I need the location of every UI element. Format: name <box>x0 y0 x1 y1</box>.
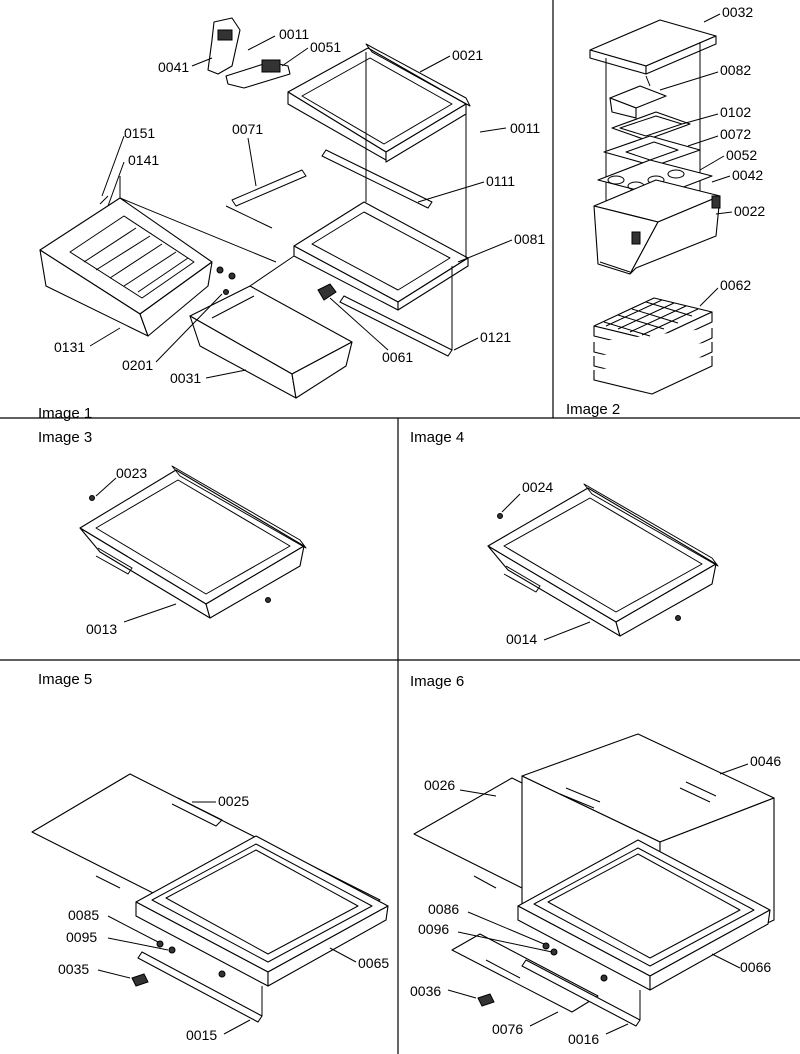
image2-title: Image 2 <box>566 401 620 418</box>
callout-0082: 0082 <box>720 62 751 78</box>
callout-0035: 0035 <box>58 961 89 977</box>
callout-0016: 0016 <box>568 1031 599 1047</box>
image3-labels: Image 3 0023 0013 <box>38 429 147 637</box>
image1-labels: 0011 0051 0041 0021 0011 0151 0141 0071 … <box>38 26 545 422</box>
callout-0013: 0013 <box>86 621 117 637</box>
image4-title: Image 4 <box>410 429 464 446</box>
image3-drawing <box>79 465 307 619</box>
callout-0085: 0085 <box>68 907 99 923</box>
image3-leaders <box>95 477 177 623</box>
callout-0066: 0066 <box>740 959 771 975</box>
callout-0071: 0071 <box>232 121 263 137</box>
image1-leaders <box>89 35 513 379</box>
callout-0026: 0026 <box>424 777 455 793</box>
callout-0121: 0121 <box>480 329 511 345</box>
callout-0025: 0025 <box>218 793 249 809</box>
image3-title: Image 3 <box>38 429 92 446</box>
callout-0065: 0065 <box>358 955 389 971</box>
callout-0151: 0151 <box>124 125 155 141</box>
callout-0032: 0032 <box>722 4 753 20</box>
callout-0042: 0042 <box>732 167 763 183</box>
callout-0062: 0062 <box>720 277 751 293</box>
image5-labels: Image 5 0025 0085 0095 0035 0065 0015 <box>38 671 389 1043</box>
image1-drawing <box>39 17 471 399</box>
image2-drawing <box>589 19 721 395</box>
callout-0024: 0024 <box>522 479 553 495</box>
image1-title: Image 1 <box>38 405 92 422</box>
image2-leaders <box>659 13 733 307</box>
callout-0052: 0052 <box>726 147 757 163</box>
callout-0011-top: 0011 <box>279 26 309 42</box>
callout-0041: 0041 <box>158 59 189 75</box>
callout-0031: 0031 <box>170 370 201 386</box>
image5-leaders <box>97 801 357 1035</box>
callout-0021: 0021 <box>452 47 483 63</box>
image2-labels: 0032 0082 0102 0072 0052 0042 0022 0062 … <box>566 4 765 418</box>
image6-title: Image 6 <box>410 673 464 690</box>
callout-0081: 0081 <box>514 231 545 247</box>
callout-0014: 0014 <box>506 631 537 647</box>
image6-leaders <box>447 763 749 1035</box>
image6-labels: Image 6 0026 0046 0086 0096 0036 0066 00… <box>410 673 781 1047</box>
callout-0076: 0076 <box>492 1021 523 1037</box>
callout-0086: 0086 <box>428 901 459 917</box>
callout-0036: 0036 <box>410 983 441 999</box>
image5-title: Image 5 <box>38 671 92 688</box>
callout-0131: 0131 <box>54 339 85 355</box>
callout-0046: 0046 <box>750 753 781 769</box>
image4-drawing <box>487 483 719 637</box>
callout-0201: 0201 <box>122 357 153 373</box>
callout-0096: 0096 <box>418 921 449 937</box>
callout-0111: 0111 <box>486 173 515 189</box>
callout-0072: 0072 <box>720 126 751 142</box>
image4-leaders <box>501 493 591 641</box>
callout-0061: 0061 <box>382 349 413 365</box>
callout-0015: 0015 <box>186 1027 217 1043</box>
callout-0095: 0095 <box>66 929 97 945</box>
callout-0011-right: 0011 <box>510 120 540 136</box>
callout-0102: 0102 <box>720 104 751 120</box>
image4-labels: Image 4 0024 0014 <box>410 429 553 647</box>
callout-0023: 0023 <box>116 465 147 481</box>
callout-0051: 0051 <box>310 39 341 55</box>
image6-drawing <box>413 733 775 1027</box>
image5-drawing <box>31 773 389 1023</box>
callout-0141: 0141 <box>128 152 159 168</box>
callout-0022: 0022 <box>734 203 765 219</box>
